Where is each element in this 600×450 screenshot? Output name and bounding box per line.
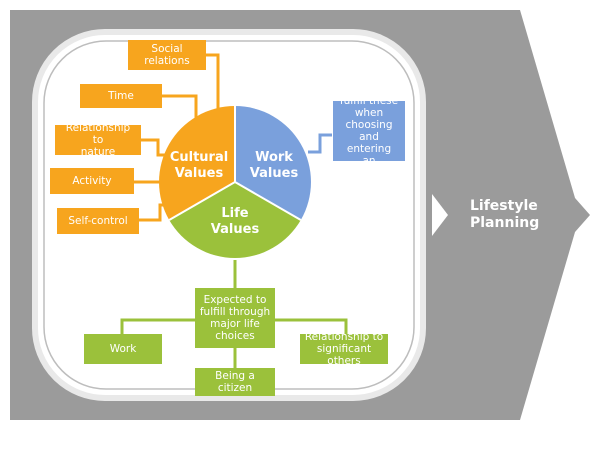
- time-box: Time: [80, 84, 162, 108]
- lifestyle-line2: Planning: [470, 215, 540, 231]
- self-control-label: Self-control: [68, 215, 128, 227]
- nature-line2: nature: [80, 146, 116, 158]
- work-connectors: [308, 133, 332, 154]
- lifestyle-line1: Lifestyle: [470, 198, 538, 214]
- lifestyle-planning-label: Lifestyle Planning: [470, 198, 560, 232]
- work-slice: [235, 106, 311, 220]
- cultural-slice: [159, 106, 235, 220]
- others-line1: Relationship to: [304, 331, 384, 343]
- work-line2: Values: [249, 166, 299, 181]
- work-box-line3: when choosing: [345, 107, 393, 131]
- others-line2: significant others: [316, 343, 372, 367]
- self-control-box: Self-control: [57, 208, 139, 234]
- social-line1: Social: [151, 43, 183, 55]
- work-box: Work: [84, 334, 162, 364]
- activity-label: Activity: [72, 175, 112, 187]
- life-slice: [169, 182, 301, 258]
- time-label: Time: [108, 90, 134, 102]
- life-box-line1: Expected to: [203, 294, 267, 306]
- work-line1: Work: [255, 150, 293, 165]
- life-line2: Values: [210, 222, 260, 237]
- work-values-label: Work Values: [246, 150, 302, 182]
- life-line1: Life: [221, 206, 249, 221]
- nature-line1: Relationship to: [65, 122, 131, 146]
- arrow-tip-icon: [575, 198, 590, 232]
- life-expectation-box: Expected to fulfill through major life c…: [195, 288, 275, 348]
- work-box-line1: Expected to: [337, 83, 401, 95]
- values-pie: [159, 106, 311, 258]
- cultural-line1: Cultural: [169, 150, 229, 165]
- life-box-line4: choices: [215, 330, 255, 342]
- inner-arrow-icon: [432, 194, 448, 236]
- life-connectors: [120, 260, 348, 368]
- work-box-line2: fulfill these: [339, 95, 399, 107]
- cultural-line2: Values: [174, 166, 224, 181]
- social-line2: relations: [144, 55, 190, 67]
- citizen-label: Being a citizen: [215, 370, 255, 394]
- work-expectation-box: Expected to fulfill these when choosing …: [332, 83, 406, 179]
- work-box-line4: and entering: [346, 131, 392, 155]
- life-values-label: Life Values: [205, 206, 265, 238]
- life-box-line3: major life: [210, 318, 260, 330]
- cultural-values-label: Cultural Values: [168, 150, 230, 182]
- life-box-line2: fulfill through: [199, 306, 271, 318]
- work-box-line5: an occupation: [340, 155, 398, 179]
- being-a-citizen-box: Being a citizen: [195, 368, 275, 396]
- activity-box: Activity: [50, 168, 134, 194]
- work-label: Work: [109, 343, 137, 355]
